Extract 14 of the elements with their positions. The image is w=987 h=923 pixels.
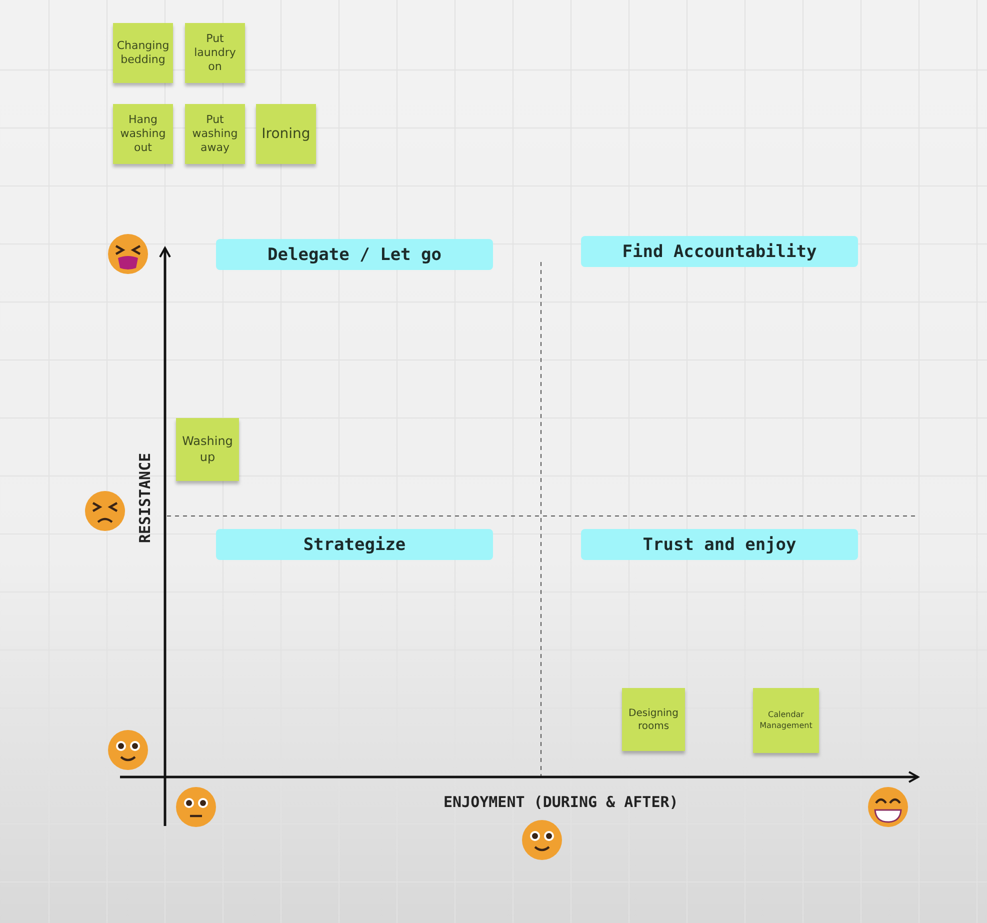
sticky-note: Calendar Management <box>753 688 819 753</box>
quadrant-label: Delegate / Let go <box>216 239 493 270</box>
axis-label: ENJOYMENT (DURING & AFTER) <box>444 793 678 811</box>
sticky-note: Put washing away <box>185 104 245 164</box>
quadrant-label: Find Accountability <box>581 236 858 267</box>
sticky-note: Washing up <box>176 418 239 481</box>
sticky-note: Changing bedding <box>113 23 173 83</box>
sticky-note: Designing rooms <box>622 688 685 751</box>
quadrant-label: Trust and enjoy <box>581 529 858 560</box>
sticky-note: Hang washing out <box>113 104 173 164</box>
axis-label: RESISTANCE <box>136 452 154 544</box>
quadrant-label: Strategize <box>216 529 493 560</box>
sticky-note: Ironing <box>256 104 316 164</box>
sticky-note: Put laundry on <box>185 23 245 83</box>
